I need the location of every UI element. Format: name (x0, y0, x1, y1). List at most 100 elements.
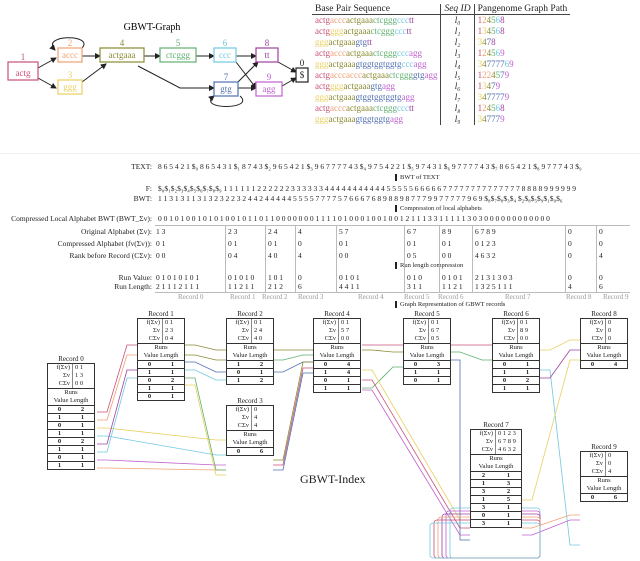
sigma-label: Σv (138, 327, 163, 335)
node-id: 5 (176, 38, 181, 48)
record-title: Record 7 (483, 421, 509, 429)
run-value: 0 1 0 1 (442, 273, 463, 282)
sigma-label: Σv (227, 414, 252, 422)
path-cell: 124568 (477, 15, 505, 25)
rank: 0 0 (156, 251, 166, 260)
arrow-run-length: Run length compression (395, 262, 463, 269)
rank: 4 (298, 251, 302, 260)
rank: 4 6 3 2 (475, 251, 496, 260)
node-label: tt (264, 50, 270, 60)
sequence-cell: gggactgaaagtggtggtggtgagg (315, 92, 415, 102)
value-length-label: Value Length (143, 352, 179, 359)
link-line (540, 369, 580, 546)
divider (225, 225, 226, 293)
f-value: 0 1 2 3 (498, 430, 516, 437)
graph-node-0: $0 (295, 58, 309, 83)
node-label: gtg (220, 84, 232, 94)
text-label: TEXT: (131, 162, 152, 171)
link-line (97, 467, 226, 471)
link-line (273, 354, 313, 361)
seq-id: l₂ (440, 37, 475, 48)
f-label: f(Σv) (227, 406, 252, 414)
f-label: f(Σv) (48, 364, 73, 372)
value-length-label: Value Length (478, 463, 514, 470)
f-value: 0 1 (341, 319, 350, 326)
c-value: 0 0 (341, 335, 350, 342)
sequence-cell: actgacccacccactgaaactcggggtgagg (315, 70, 438, 80)
sequence-cell: gggactgaaagtgtt (315, 37, 373, 47)
c-label: CΣv (471, 446, 496, 454)
comp-alphabet: 0 1 (228, 239, 238, 248)
link-line (97, 344, 137, 413)
node-id: 1 (21, 52, 26, 62)
c-value: 0 4 (165, 335, 174, 342)
record-title: Record 4 (324, 310, 350, 318)
c-value: 0 5 (431, 335, 440, 342)
c-label: CΣv (138, 335, 163, 343)
graph-node-7: gtg 7 (213, 72, 239, 97)
link-line (185, 361, 226, 373)
c-value: 4 (254, 422, 258, 429)
graph-node-8: tt8 (255, 38, 279, 63)
comp-alphabet: 0 1 (407, 239, 417, 248)
runs-label: Runs (330, 344, 344, 351)
sigma-label: Σv (227, 327, 252, 335)
sequence-cell: actgacccactgaaactcgggccctt (315, 103, 414, 113)
orig-alphabet: 2 4 (268, 227, 278, 236)
link-line (185, 354, 226, 361)
run-value: 0 (599, 273, 603, 282)
run-length: 1 1 2 1 1 (228, 282, 255, 291)
record-title: Record 1 (148, 310, 174, 318)
link-line (185, 369, 226, 381)
link-line (522, 359, 580, 501)
path-cell: 1224579 (477, 70, 510, 80)
value-length-label: Value Length (586, 352, 622, 359)
run-value: 0 1 0 1 (339, 273, 360, 282)
link-line (540, 339, 580, 351)
node-id: 3 (68, 70, 73, 80)
node-id: 6 (223, 38, 228, 48)
run-length: 6 (599, 282, 603, 291)
row-label-comp: Compressed Alphabet (fv(Σv)): (57, 239, 152, 248)
divider (596, 225, 597, 293)
sigma-label: Σv (404, 327, 429, 335)
divider (155, 225, 630, 226)
f-label: f(Σv) (471, 430, 496, 438)
c-value: 4 6 3 2 (498, 446, 516, 453)
sigma-value: 0 (608, 327, 612, 334)
runs-label: Runs (597, 477, 611, 484)
row-label-run-length: Run Length: (114, 282, 152, 291)
arrow-graph-rep: Graph Representation of GBWT records (395, 301, 505, 308)
value-length-label: Value Length (232, 439, 268, 446)
path-cell: 3478 (477, 37, 496, 47)
c-label: CΣv (227, 422, 252, 430)
node-label: ctcggg (166, 50, 190, 60)
record-title: Record 8 (591, 310, 617, 318)
rank: 0 4 (228, 251, 238, 260)
sequence-cell: actgacccactgaaactcgggccctt (315, 15, 414, 25)
node-id: 7 (224, 72, 229, 82)
sigma-value: 5 7 (341, 327, 350, 334)
